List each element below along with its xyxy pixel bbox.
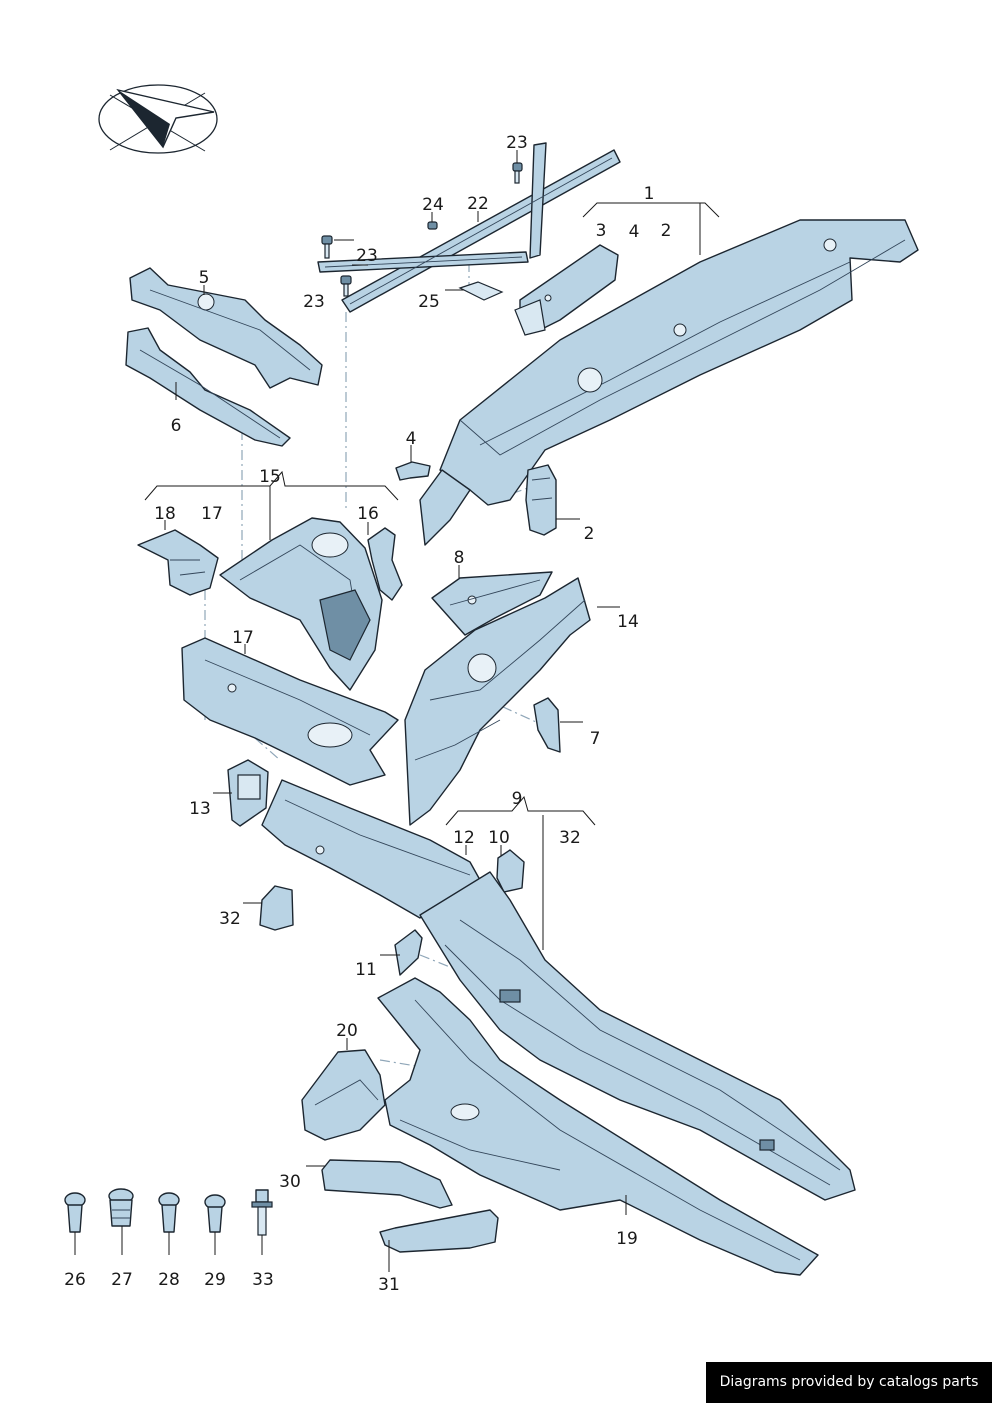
part-11-bracket xyxy=(394,929,423,976)
callout-23: 23 xyxy=(506,133,528,153)
callout-27: 27 xyxy=(111,1270,133,1290)
callout-3: 3 xyxy=(596,221,607,241)
callout-19: 19 xyxy=(616,1229,638,1249)
part-1-upper-rail xyxy=(419,219,919,546)
part-8-panel xyxy=(431,571,553,636)
part-31-bracket xyxy=(379,1209,499,1253)
fastener-26 xyxy=(64,1192,86,1233)
part-7-bracket xyxy=(533,697,561,753)
fastener-27 xyxy=(108,1188,134,1227)
callout-17: 17 xyxy=(232,628,254,648)
callout-23: 23 xyxy=(303,292,325,312)
callout-6: 6 xyxy=(171,416,182,436)
bolts-23-24 xyxy=(321,162,523,297)
callout-4: 4 xyxy=(629,222,640,242)
callout-33: 33 xyxy=(252,1270,274,1290)
callout-25: 25 xyxy=(418,292,440,312)
callout-15: 15 xyxy=(259,467,281,487)
fastener-29 xyxy=(204,1194,226,1233)
callout-30: 30 xyxy=(279,1172,301,1192)
part-30-bracket xyxy=(321,1159,453,1209)
callout-5: 5 xyxy=(199,268,210,288)
callout-24: 24 xyxy=(422,195,444,215)
callout-1: 1 xyxy=(644,184,655,204)
part-4-clip xyxy=(395,461,431,481)
part-20-reinforcement xyxy=(301,1049,386,1141)
part-18-bracket xyxy=(137,529,219,596)
callout-31: 31 xyxy=(378,1275,400,1295)
part-9-floor-member xyxy=(419,871,856,1201)
callout-32: 32 xyxy=(559,828,581,848)
callout-8: 8 xyxy=(454,548,465,568)
part-6-member xyxy=(125,327,291,447)
leader-lines xyxy=(74,150,720,1272)
part-13-bracket xyxy=(227,759,269,827)
part-12-side-member xyxy=(261,779,481,919)
callout-4: 4 xyxy=(406,429,417,449)
footer-credit: Diagrams provided by catalogs parts xyxy=(706,1362,992,1403)
callout-9: 9 xyxy=(512,789,523,809)
part-32-bracket xyxy=(259,885,294,931)
callout-12: 12 xyxy=(453,828,475,848)
part-14-wheel-house-inner xyxy=(404,577,591,826)
part-19-floor-pan xyxy=(377,977,819,1276)
callout-13: 13 xyxy=(189,799,211,819)
callout-7: 7 xyxy=(590,729,601,749)
callout-28: 28 xyxy=(158,1270,180,1290)
part-22-cross-brace xyxy=(317,142,621,313)
part-10-bracket xyxy=(496,849,525,893)
callout-2: 2 xyxy=(584,524,595,544)
callout-26: 26 xyxy=(64,1270,86,1290)
callout-29: 29 xyxy=(204,1270,226,1290)
part-5-member xyxy=(129,267,323,389)
callout-14: 14 xyxy=(617,612,639,632)
callout-16: 16 xyxy=(357,504,379,524)
callout-11: 11 xyxy=(355,960,377,980)
part-3-bracket xyxy=(514,244,619,336)
fastener-33 xyxy=(251,1189,273,1236)
callout-20: 20 xyxy=(336,1021,358,1041)
callout-18: 18 xyxy=(154,504,176,524)
callout-labels: 1 2 2 3 4 4 5 6 7 8 9 10 11 12 13 14 15 … xyxy=(64,133,671,1295)
orientation-arrow-icon xyxy=(98,84,218,154)
callout-17: 17 xyxy=(201,504,223,524)
callout-2: 2 xyxy=(661,221,672,241)
part-17-side-member xyxy=(181,637,399,786)
fastener-28 xyxy=(158,1192,180,1233)
part-15-wheel-house xyxy=(219,517,383,691)
part-2-reinforcement xyxy=(525,464,557,536)
callout-23: 23 xyxy=(356,246,378,266)
callout-10: 10 xyxy=(488,828,510,848)
callout-32: 32 xyxy=(219,909,241,929)
part-16-bracket xyxy=(367,527,403,601)
callout-22: 22 xyxy=(467,194,489,214)
